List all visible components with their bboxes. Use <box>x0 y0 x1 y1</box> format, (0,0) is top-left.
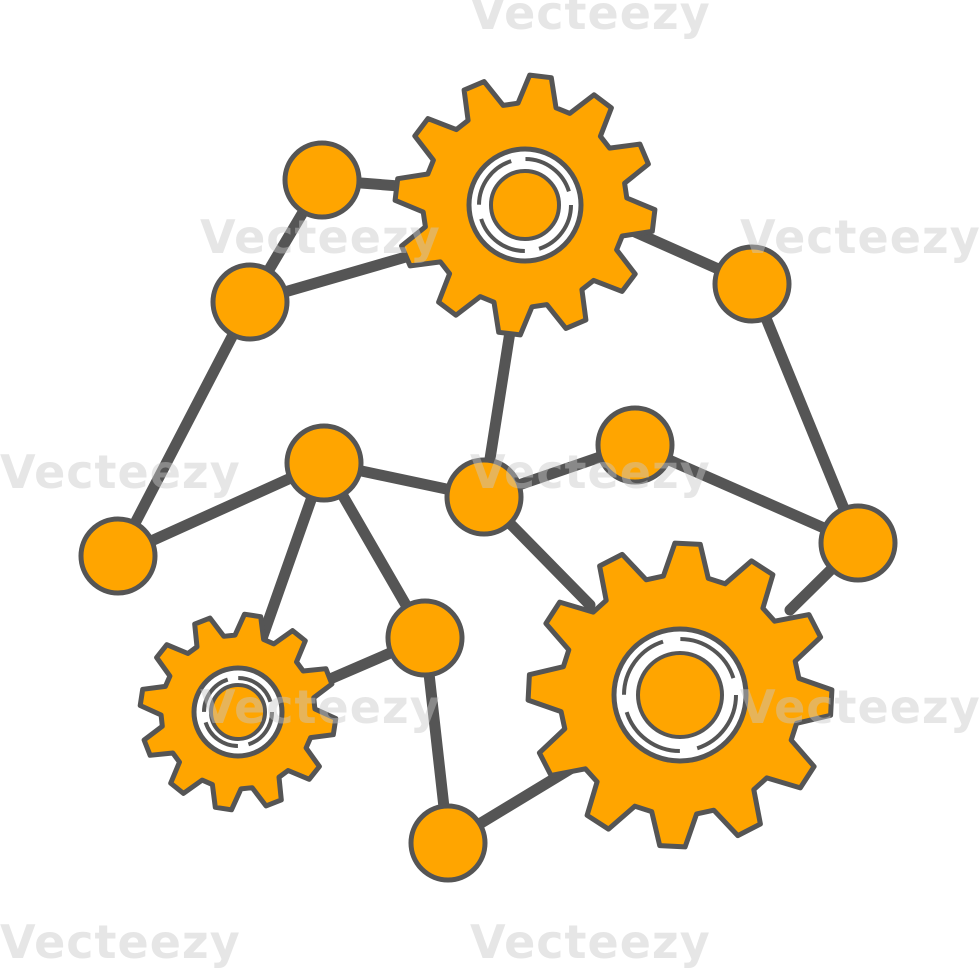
connector-line <box>112 296 256 562</box>
connector-line <box>746 278 864 549</box>
gear-icon <box>392 72 658 338</box>
gear-icon <box>525 540 835 850</box>
node-circle <box>595 405 675 485</box>
gear-hub <box>209 683 267 741</box>
network-nodes <box>78 140 898 883</box>
node-circle <box>408 803 488 883</box>
gear-ring-dashed <box>622 637 738 753</box>
node-circle <box>444 457 524 537</box>
node-circle <box>712 244 792 324</box>
gears-group <box>137 72 835 850</box>
node-circle <box>385 598 465 678</box>
node-circle <box>210 262 290 342</box>
gear-hub <box>489 169 561 241</box>
gear-hub <box>636 651 724 739</box>
node-circle <box>818 503 898 583</box>
gear-icon <box>137 611 339 813</box>
gear-ring-dashed <box>202 676 274 748</box>
node-circle <box>282 140 362 220</box>
node-circle <box>78 516 158 596</box>
connector-line <box>629 439 864 549</box>
gear-ring-dashed <box>477 157 573 253</box>
node-circle <box>284 423 364 503</box>
